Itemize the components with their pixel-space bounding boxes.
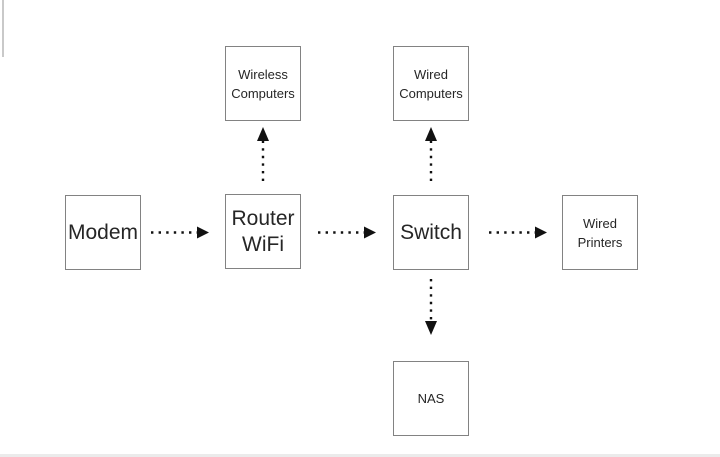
node-wired-computers-label-line1: Wired <box>414 66 448 82</box>
arrow-switch-to-printers <box>489 226 547 239</box>
node-wired-computers: Wired Computers <box>393 46 469 121</box>
node-wireless-computers-label-line1: Wireless <box>238 66 288 82</box>
node-nas: NAS <box>393 361 469 436</box>
node-wireless-computers-label-line2: Computers <box>231 85 295 101</box>
node-modem-label: Modem <box>67 220 139 244</box>
node-switch-label: Switch <box>400 220 462 244</box>
node-switch: Switch <box>393 195 469 270</box>
node-wireless-computers: Wireless Computers <box>225 46 301 121</box>
node-modem: Modem <box>65 195 141 270</box>
page-bottom-edge <box>0 454 720 457</box>
arrow-router-to-wireless-computers <box>257 127 269 181</box>
node-router-wifi-label-line2: WiFi <box>242 232 284 256</box>
node-router-wifi: Router WiFi <box>225 194 301 269</box>
node-wired-printers: Wired Printers <box>562 195 638 270</box>
node-wired-computers-label-line2: Computers <box>399 85 463 101</box>
node-wired-printers-label-line2: Printers <box>577 234 623 250</box>
node-router-wifi-label-line1: Router <box>231 206 295 230</box>
arrow-switch-to-wired-computers <box>425 127 437 181</box>
arrow-switch-to-nas <box>425 279 437 335</box>
arrow-modem-to-router <box>151 226 209 239</box>
page-left-edge <box>2 0 4 57</box>
arrow-router-to-switch <box>318 226 376 239</box>
node-wired-printers-label-line1: Wired <box>583 215 617 231</box>
node-nas-label: NAS <box>417 391 445 406</box>
